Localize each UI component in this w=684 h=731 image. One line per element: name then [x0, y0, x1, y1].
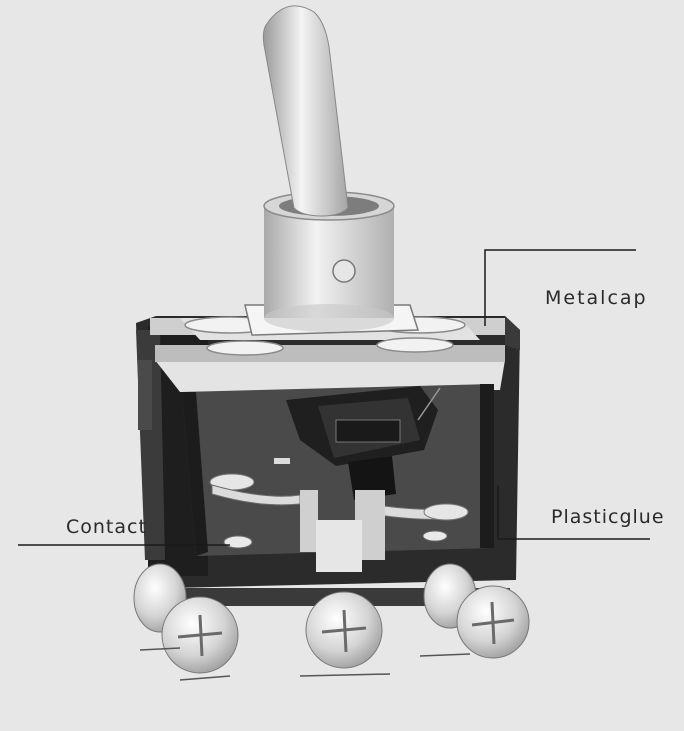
leader-metal-cap: [484, 249, 636, 326]
screw-middle: [305, 591, 383, 669]
screw-left: [133, 563, 239, 674]
actuator: [286, 386, 441, 500]
terminal-screws: [133, 563, 530, 681]
leader-plastic-glue: [497, 486, 650, 540]
label-metal-cap: Metalcap: [545, 287, 648, 309]
screw-right: [423, 563, 530, 659]
label-plastic-glue: Plasticglue: [551, 506, 665, 528]
toggle-lever: [262, 5, 349, 217]
leader-lines: [18, 249, 650, 546]
contact-assembly: [209, 458, 469, 572]
label-contact: Contact: [66, 516, 147, 538]
